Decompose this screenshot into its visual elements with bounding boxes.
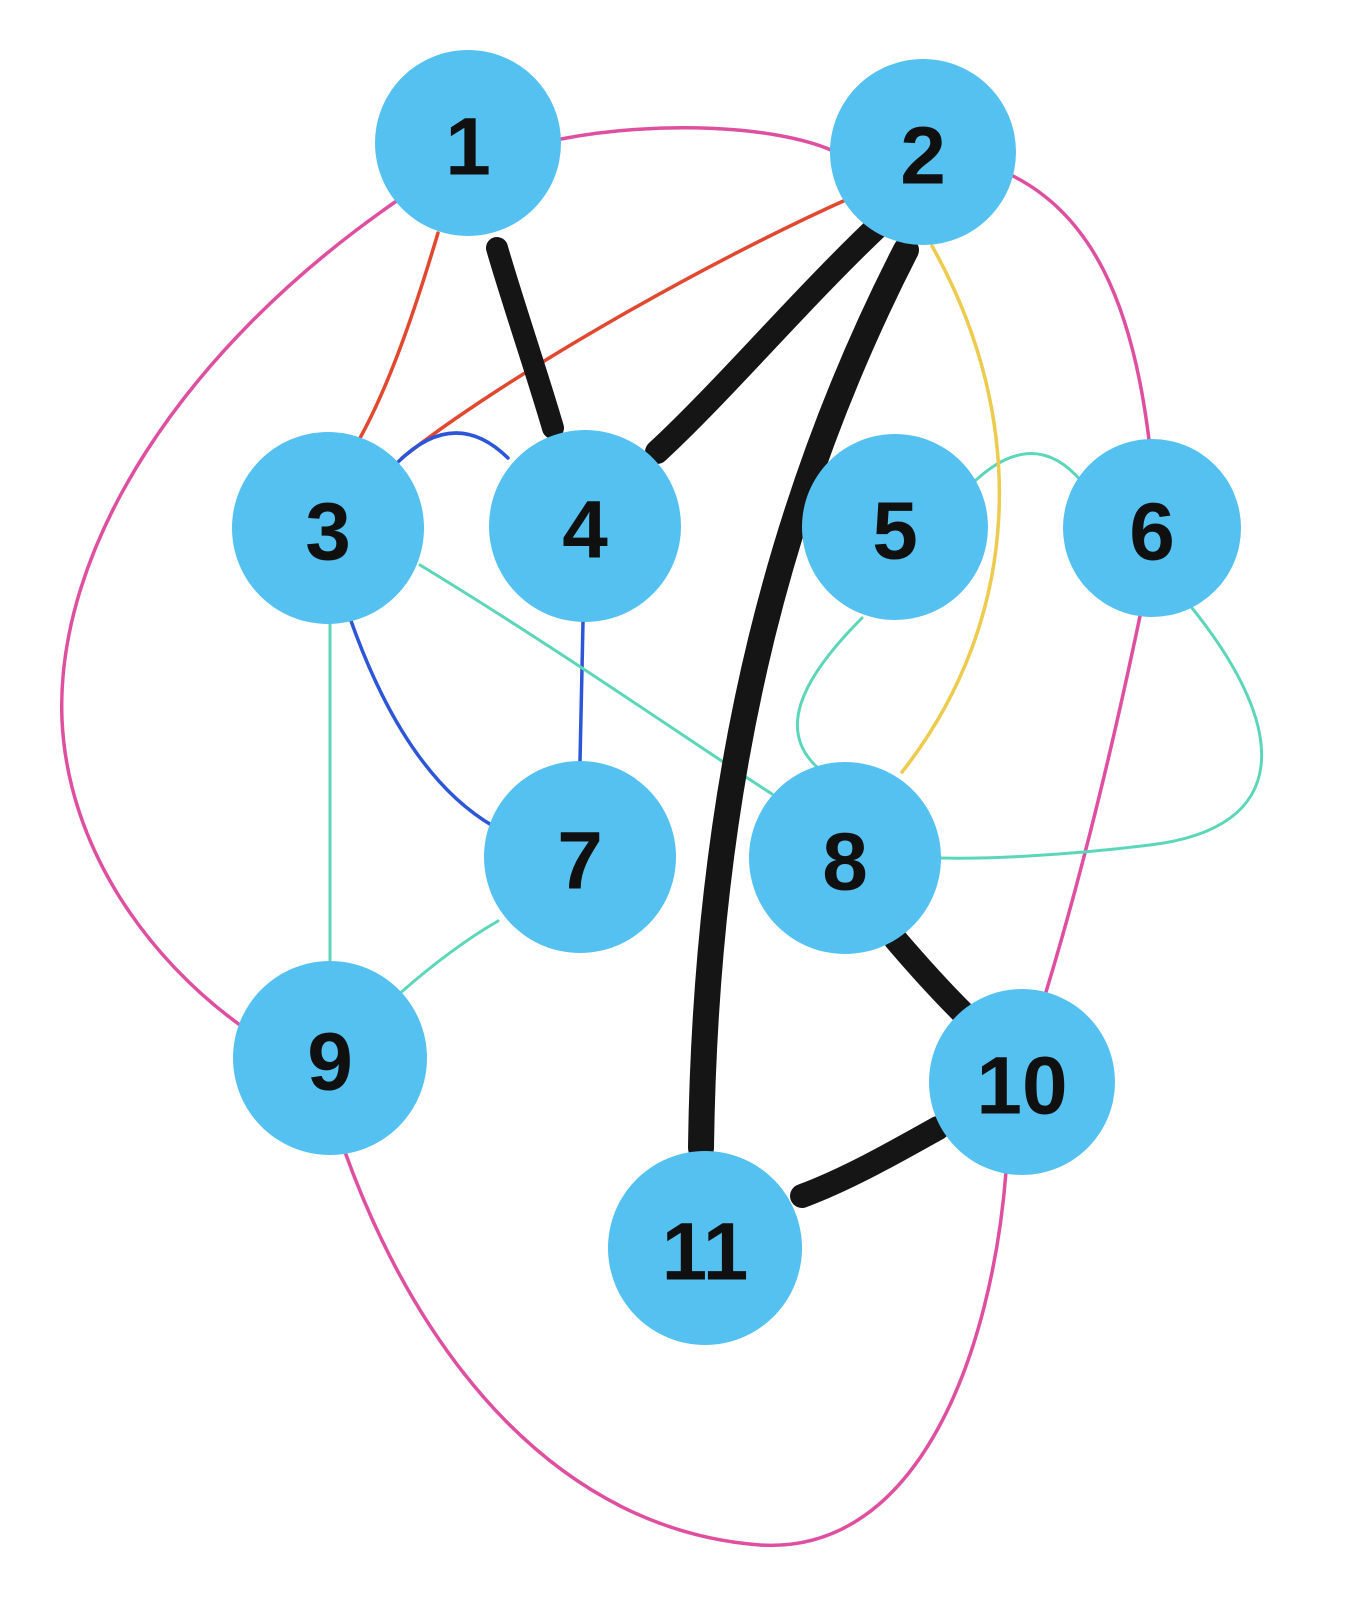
edge-3-7 (348, 616, 495, 828)
node-1: 1 (375, 50, 561, 236)
edge-6-10 (1044, 614, 1142, 994)
node-4: 4 (489, 430, 681, 622)
node-3: 3 (232, 432, 424, 624)
node-10: 10 (929, 989, 1115, 1175)
edge-1-3 (358, 231, 440, 440)
edge-2-11 (688, 237, 919, 1161)
node-circle-11 (608, 1151, 802, 1345)
node-6: 6 (1063, 439, 1241, 617)
node-9: 9 (233, 961, 427, 1155)
edges-layer (60, 126, 1264, 1547)
edge-2-3 (400, 196, 852, 460)
node-circle-1 (375, 50, 561, 236)
edge-2-4 (645, 214, 890, 464)
node-circle-3 (232, 432, 424, 624)
node-2: 2 (830, 59, 1016, 245)
edge-1-9 (60, 198, 400, 1027)
edge-6-8 (938, 606, 1264, 860)
node-7: 7 (484, 761, 676, 953)
node-circle-6 (1063, 439, 1241, 617)
edge-10-11 (790, 1116, 950, 1208)
edge-8-10 (884, 928, 974, 1024)
edge-5-8 (795, 616, 864, 770)
edge-1-4 (486, 237, 564, 439)
node-circle-5 (802, 434, 988, 620)
node-11: 11 (608, 1151, 802, 1345)
edge-2-6 (1011, 174, 1151, 442)
edge-3-4 (396, 431, 510, 464)
node-circle-2 (830, 59, 1016, 245)
node-8: 8 (749, 762, 941, 954)
node-circle-7 (484, 761, 676, 953)
node-circle-10 (929, 989, 1115, 1175)
node-circle-8 (749, 762, 941, 954)
node-circle-9 (233, 961, 427, 1155)
edge-9-10 (343, 1150, 1008, 1547)
edge-1-2 (559, 126, 833, 152)
edge-4-7 (578, 620, 585, 763)
edge-5-6 (961, 452, 1084, 495)
node-5: 5 (802, 434, 988, 620)
node-circle-4 (489, 430, 681, 622)
edge-7-9 (396, 919, 500, 997)
edge-2-8 (900, 244, 1002, 774)
